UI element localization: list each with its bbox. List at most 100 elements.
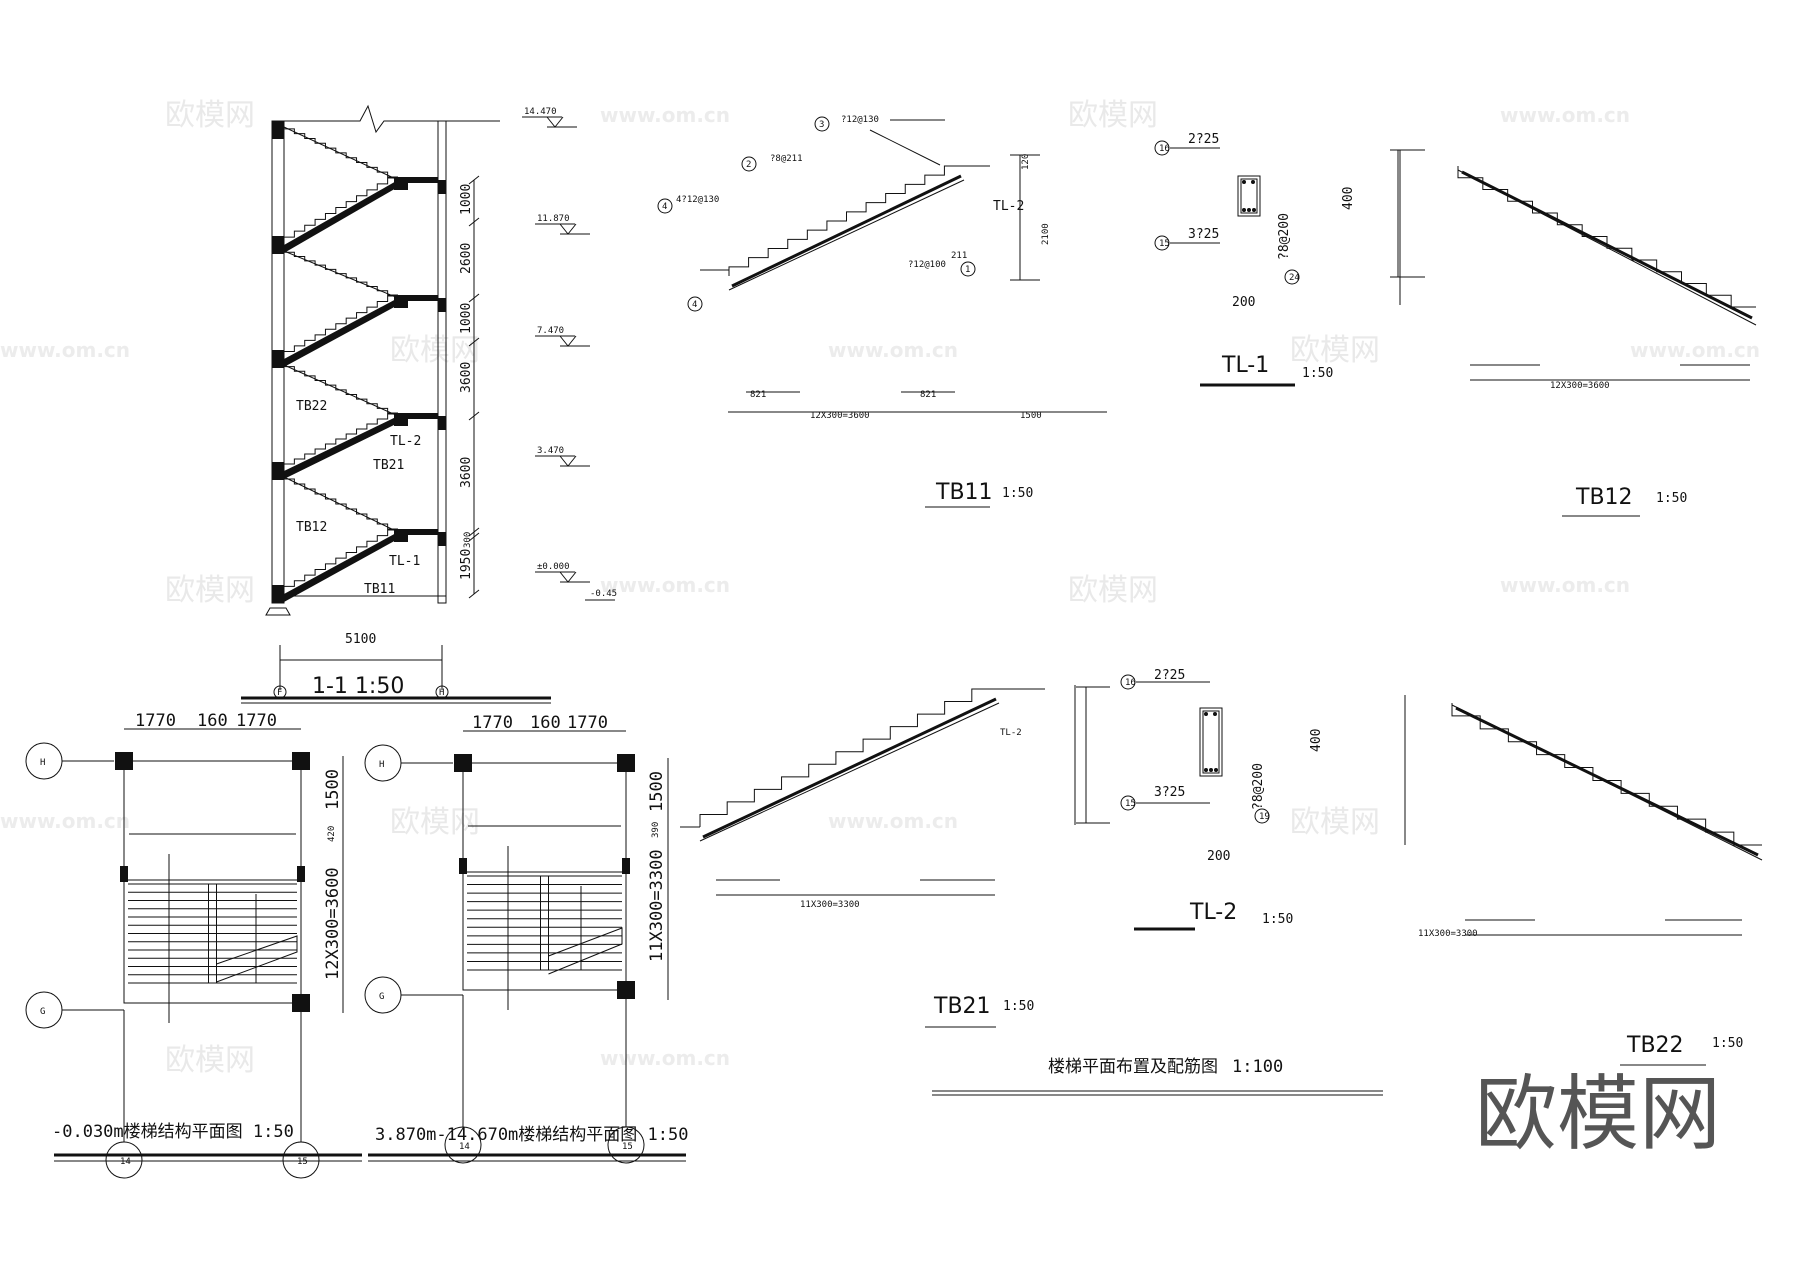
height-dim: 2100	[1041, 223, 1051, 245]
dim: 12X300=3600	[323, 867, 343, 980]
plan2-title: 3.870m-14.670m楼梯结构平面图 1:50	[375, 1125, 688, 1145]
watermark-url: www.om.cn	[0, 809, 130, 833]
rebar-label: ?12@100	[908, 260, 946, 270]
footing	[265, 607, 291, 616]
dim-tick	[468, 293, 480, 303]
dim: 160	[530, 713, 561, 733]
axis-label-15: 15	[297, 1157, 308, 1167]
top-bar-label: 2?25	[1154, 668, 1185, 683]
floor-beam	[272, 121, 284, 139]
dim-tick	[468, 527, 480, 537]
main-title: 楼梯平面布置及配筋图	[1048, 1057, 1218, 1077]
dim: 1770	[135, 711, 176, 731]
stair-steps	[283, 413, 398, 469]
break-line	[284, 104, 500, 134]
rebar-mark: 4	[662, 202, 667, 212]
stair-flight-cut	[284, 298, 398, 367]
wall-beam	[438, 532, 446, 546]
label-tl1: TL-1	[389, 554, 420, 569]
dim: 211	[951, 251, 967, 261]
landing-beam	[394, 532, 408, 542]
axis-label-f: F	[277, 688, 282, 698]
rebar-mark: 24	[1289, 273, 1300, 283]
elevation-label: 11.870	[537, 214, 570, 224]
stair-soffit	[283, 126, 399, 181]
landing-slab	[394, 413, 438, 419]
brand-logo: 欧模网	[1475, 1067, 1721, 1162]
dim-tick	[468, 337, 480, 347]
column	[120, 866, 128, 882]
dim-tick	[468, 589, 480, 599]
watermark-logo: 欧模网	[165, 98, 255, 133]
tb11-scale: 1:50	[1002, 486, 1033, 501]
dim: 390	[651, 822, 661, 838]
elevation-label: 3.470	[537, 446, 564, 456]
tl1-detail: 2?25 3?25 ?8@200 400 200 TL-1 1:50	[1188, 132, 1356, 387]
rebar-mark: 16	[1159, 144, 1170, 154]
landing-slab	[394, 529, 438, 535]
main-rebar	[731, 174, 962, 288]
wall-beam	[438, 416, 446, 430]
watermark-url: www.om.cn	[0, 338, 130, 362]
bottom-bar-label: 3?25	[1154, 785, 1185, 800]
dim-text: 300	[463, 532, 473, 548]
floor-beam	[272, 350, 284, 368]
height-dim: 400	[1341, 187, 1356, 210]
stair-steps	[1451, 703, 1762, 846]
width-dim: 200	[1207, 849, 1230, 864]
dim: 160	[197, 711, 228, 731]
tl1-title: TL-1	[1221, 353, 1269, 378]
main-rebar	[1461, 170, 1753, 320]
watermark-logo: 欧模网	[1068, 98, 1158, 133]
watermark-url: www.om.cn	[1630, 338, 1760, 362]
tl2-title: TL-2	[1189, 900, 1237, 925]
rebar-dot	[1213, 712, 1217, 716]
rebar-mark: 15	[1159, 239, 1170, 249]
column	[115, 752, 133, 770]
dim: 821	[750, 390, 766, 400]
plan1-title: -0.030m楼梯结构平面图 1:50	[52, 1122, 294, 1142]
rebar-dot	[1204, 768, 1208, 772]
dim-tick	[468, 532, 480, 542]
elev-triangle	[546, 116, 564, 128]
height-dim: 400	[1309, 729, 1324, 752]
bottom-bar-label: 3?25	[1188, 227, 1219, 242]
rebar-mark-bubble	[1120, 795, 1136, 811]
main-rebar	[1455, 706, 1759, 857]
floor-beam	[272, 236, 284, 254]
tl1-scale: 1:50	[1302, 366, 1333, 381]
dim-tick	[468, 217, 480, 227]
beam-section	[1199, 707, 1223, 777]
dim: 11X300=3300	[647, 849, 667, 962]
rebar-mark-bubble	[657, 198, 673, 214]
dim-text: 1000	[459, 184, 474, 215]
dim-text: 1950	[459, 549, 474, 580]
axis-label-g: G	[379, 992, 384, 1002]
beam-section	[1237, 175, 1261, 217]
rebar-mark-bubble	[814, 116, 830, 132]
axis-label-h: H	[379, 760, 384, 770]
plan1-labels: 1770 160 1770 1500 420 12X300=3600 -0.03…	[52, 711, 362, 1162]
stair-well	[540, 875, 549, 971]
elevation-label: ±0.000	[537, 562, 570, 572]
rebar-mark-bubble	[741, 156, 757, 172]
dim: 12X300=3600	[1550, 381, 1610, 391]
column	[617, 754, 635, 772]
watermark-url: www.om.cn	[828, 338, 958, 362]
elev-triangle	[559, 455, 577, 467]
tb12-detail: 12X300=3600 TB12 1:50	[1550, 381, 1687, 517]
watermark-url: www.om.cn	[1500, 103, 1630, 127]
rebar-mark-bubble	[687, 296, 703, 312]
label-tb12: TB12	[296, 520, 327, 535]
dim: 1770	[567, 713, 608, 733]
dim: 821	[920, 390, 936, 400]
dim: 1500	[323, 769, 343, 810]
rebar-dot	[1242, 180, 1246, 184]
tb21-scale: 1:50	[1003, 999, 1034, 1014]
rebar-mark: 15	[1125, 799, 1136, 809]
axis-label-h: H	[40, 758, 45, 768]
rebar-label: ?8@211	[770, 154, 803, 164]
dim-text: 3600	[459, 457, 474, 488]
